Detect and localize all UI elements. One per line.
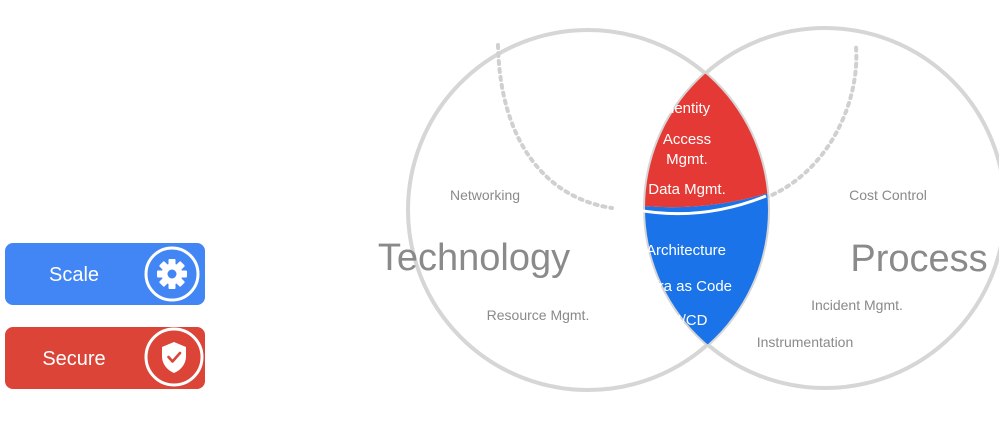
technology-title: Technology: [378, 237, 570, 279]
incident-mgmt-label: Incident Mgmt.: [811, 297, 903, 313]
cost-control-label: Cost Control: [849, 187, 927, 203]
scale-label: Scale: [49, 264, 99, 286]
mgmt-label: Mgmt.: [666, 151, 708, 168]
overlap-secure-region: [645, 30, 768, 208]
resource-mgmt-label: Resource Mgmt.: [487, 307, 590, 323]
dotted-arc-left: [496, 43, 614, 210]
instrumentation-label: Instrumentation: [757, 334, 854, 350]
secure-label: Secure: [42, 348, 105, 370]
access-label: Access: [663, 131, 711, 148]
identity-label: Identity: [662, 100, 711, 117]
dotted-arc-right: [763, 45, 859, 200]
gear-icon: [157, 259, 187, 289]
infra-as-code-label: Infra as Code: [642, 278, 732, 295]
ci-cd-label: CI/CD: [667, 312, 708, 329]
legend-scale: Scale: [5, 243, 205, 305]
architecture-label: Architecture: [646, 242, 726, 259]
process-title: Process: [850, 238, 987, 280]
shield-check-icon: [162, 342, 186, 373]
overlap-divider: [605, 194, 767, 216]
networking-label: Networking: [450, 187, 520, 203]
overlap-scale-region: [645, 182, 768, 388]
legend-secure: Secure: [5, 327, 205, 389]
data-mgmt-label: Data Mgmt.: [648, 181, 726, 198]
